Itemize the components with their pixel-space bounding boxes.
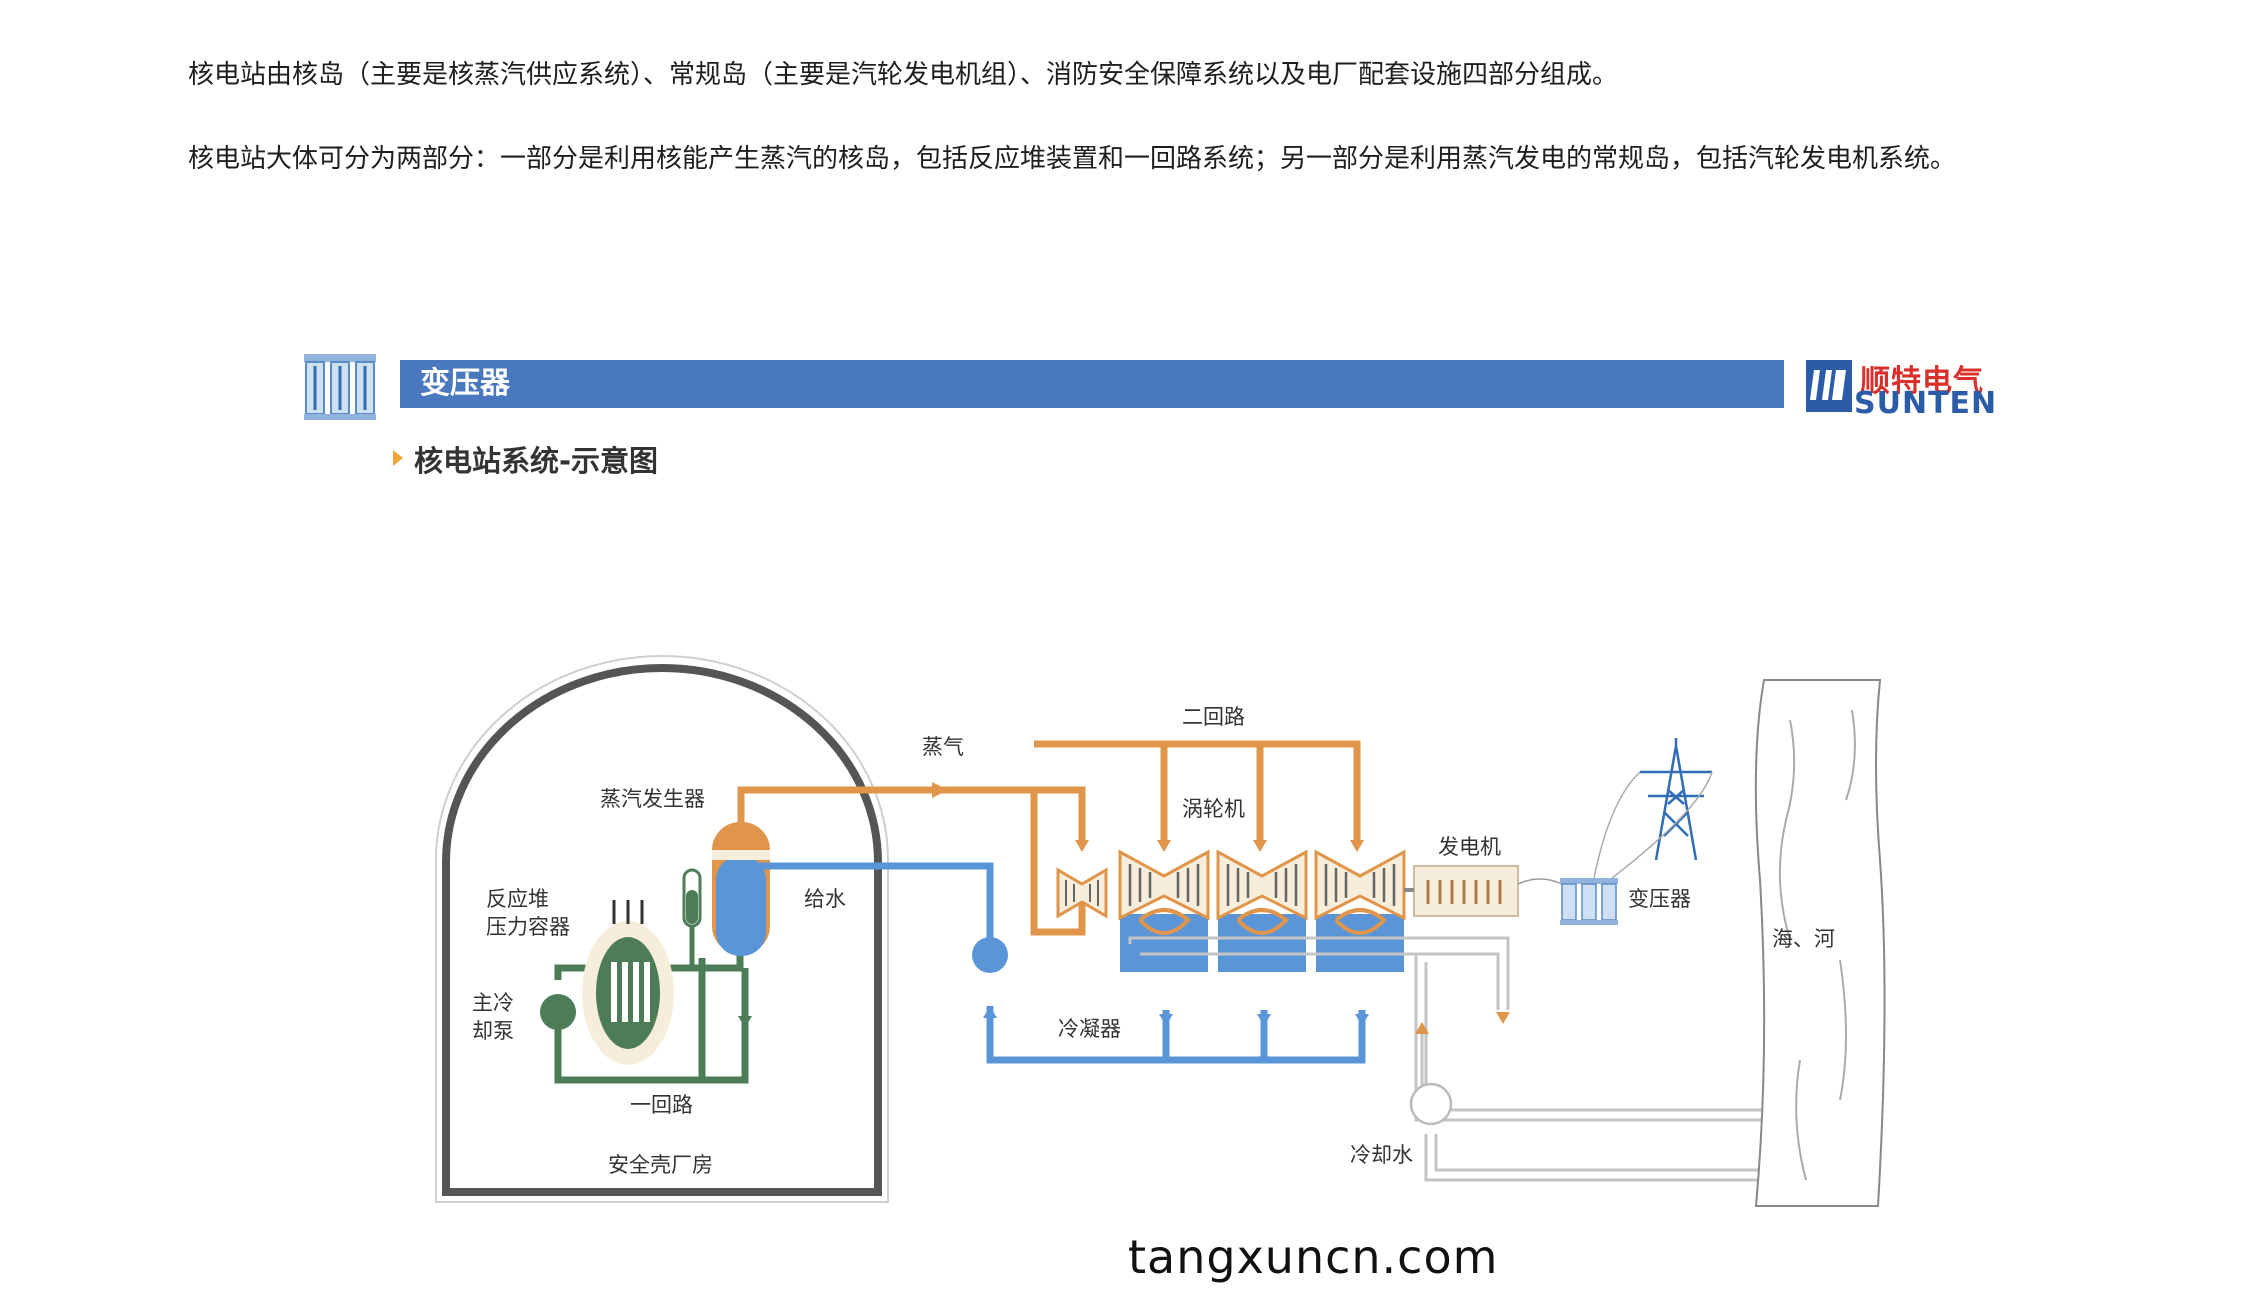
turbine-inlet-arrow-1-icon (1075, 840, 1089, 852)
label-primary-loop: 一回路 (630, 1093, 693, 1117)
label-steam: 蒸气 (922, 735, 964, 759)
label-feedwater: 给水 (804, 887, 846, 911)
label-steam-generator: 蒸汽发生器 (600, 787, 705, 811)
label-pump-2: 却泵 (472, 1019, 514, 1043)
main-coolant-pump (540, 994, 576, 1030)
diagram-subtitle: 核电站系统-示意图 (414, 444, 659, 478)
sunten-logo-icon (1806, 360, 1852, 412)
generator-wire (1517, 878, 1563, 885)
turbine-inlet-arrow-4-icon (1350, 840, 1364, 852)
intro-paragraph-2: 核电站大体可分为两部分：一部分是利用核能产生蒸汽的核岛，包括反应堆装置和一回路系… (188, 144, 1957, 174)
intro-paragraph-1: 核电站由核岛（主要是核蒸汽供应系统）、常规岛（主要是汽轮发电机组）、消防安全保障… (188, 60, 1619, 90)
condenser (1120, 914, 1404, 972)
steam-arrow-icon (932, 782, 948, 798)
turbine-inlet-arrow-2-icon (1157, 840, 1171, 852)
reactor-vessel (582, 900, 674, 1065)
label-generator: 发电机 (1438, 835, 1501, 859)
lp-turbine-1 (1118, 849, 1210, 921)
section-banner (400, 360, 1784, 408)
lp-turbine-3 (1314, 849, 1406, 921)
cooling-in-arrow-icon (1415, 1022, 1429, 1034)
cooling-out-arrow-icon (1496, 1012, 1510, 1024)
logo-chinese: 顺特电气 (1860, 364, 1984, 399)
substation-transformer (1560, 878, 1618, 925)
cooling-water-pump (1409, 1082, 1453, 1126)
logo-english: SUNTEN (1854, 386, 1998, 421)
lp-turbine-2 (1216, 849, 1308, 921)
label-reactor-2: 压力容器 (486, 915, 570, 939)
label-containment: 安全壳厂房 (608, 1153, 713, 1177)
triangle-bullet-icon (393, 450, 403, 466)
hp-turbine (1056, 867, 1108, 919)
steam-generator (712, 822, 770, 956)
feedwater-arrow-icon (983, 1006, 997, 1018)
transformer-icon (304, 354, 376, 420)
condensate-arrow-3-icon (1355, 1014, 1369, 1026)
primary-flow-arrow-icon (738, 1016, 752, 1028)
label-transformer: 变压器 (1628, 887, 1691, 911)
containment-building (435, 655, 889, 1203)
label-secondary-loop: 二回路 (1182, 705, 1245, 729)
label-turbine: 涡轮机 (1182, 797, 1245, 821)
pressurizer (682, 868, 702, 968)
label-pump-1: 主冷 (472, 991, 514, 1015)
feedwater-line (744, 862, 1366, 1064)
label-cooling-water: 冷却水 (1350, 1143, 1413, 1167)
banner-title: 变压器 (420, 366, 510, 401)
generator (1404, 865, 1519, 917)
label-reactor-1: 反应堆 (486, 887, 549, 911)
label-sea-river: 海、河 (1772, 927, 1835, 951)
feedwater-pump (972, 937, 1008, 973)
label-condenser: 冷凝器 (1058, 1017, 1121, 1041)
turbine-exhaust-loops (1138, 908, 1387, 935)
watermark: tangxuncn.com (1128, 1230, 1499, 1284)
condensate-arrow-2-icon (1257, 1014, 1271, 1026)
condensate-arrow-1-icon (1159, 1014, 1173, 1026)
sea-river (1754, 679, 1886, 1207)
steam-line (737, 740, 1361, 936)
transmission-tower (1593, 738, 1713, 879)
turbine-inlet-arrow-3-icon (1253, 840, 1267, 852)
